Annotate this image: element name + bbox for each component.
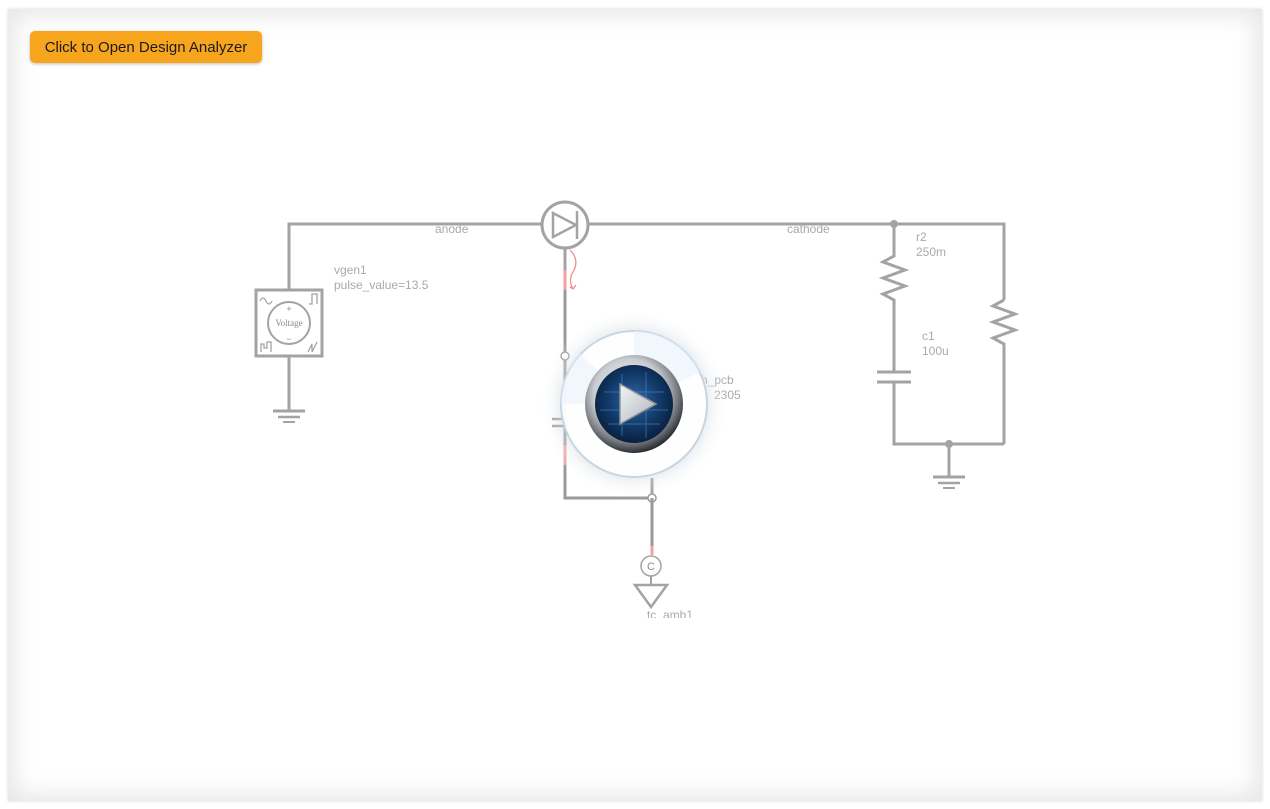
svg-text:+: + [286, 304, 291, 314]
voltage-source-vgen1[interactable]: Voltage + − [254, 288, 324, 358]
wire-top-right [589, 222, 1006, 300]
tc-symbol-text: C [647, 561, 655, 573]
ground-left [273, 356, 305, 423]
c1-name: c1 [922, 329, 935, 343]
ramp-wave-icon [307, 341, 318, 353]
sine-wave-icon [259, 297, 273, 305]
open-design-analyzer-button[interactable]: Click to Open Design Analyzer [30, 31, 262, 63]
vgen-name: vgen1 [334, 263, 367, 277]
tc-name: tc_amb1 [647, 608, 693, 622]
wire-top-left [287, 222, 543, 290]
ground-right [933, 440, 965, 489]
resistor-right[interactable] [988, 298, 1020, 444]
heat-flow-icon [569, 249, 577, 290]
net-label-anode: anode [435, 222, 469, 236]
c1-value: 100u [922, 344, 949, 358]
capacitor-c1[interactable] [877, 330, 1004, 446]
svg-text:−: − [286, 334, 291, 344]
vgen-symbol-text: Voltage [275, 318, 302, 328]
vgen-value: pulse_value=13.5 [334, 278, 429, 292]
play-video-overlay[interactable] [539, 309, 729, 499]
thermal-ambient-tc[interactable]: C [632, 555, 670, 610]
play-icon [619, 382, 658, 426]
pulse-wave-icon [309, 293, 318, 305]
resistor-r2[interactable] [878, 224, 910, 330]
r2-name: r2 [916, 230, 927, 244]
r2-value: 250m [916, 245, 946, 259]
pwl-wave-icon [260, 341, 272, 352]
net-label-cathode: cathode [787, 222, 830, 236]
diode[interactable] [540, 200, 590, 250]
